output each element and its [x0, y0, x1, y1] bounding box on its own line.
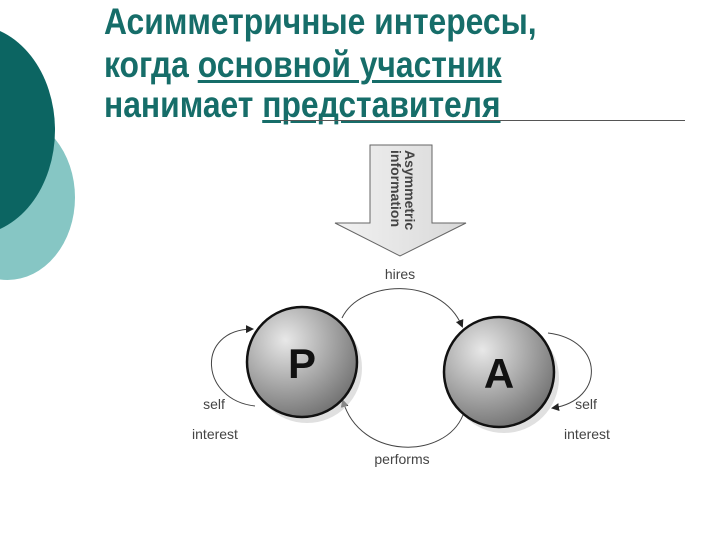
arrow-label-line2: information	[388, 150, 404, 227]
right-self-label: self	[575, 396, 597, 412]
left-self-label: self	[203, 396, 225, 412]
title-link-principal[interactable]: основной участник	[197, 44, 502, 85]
left-interest-label: interest	[192, 426, 238, 442]
title-line-2: когда основной участник	[104, 45, 502, 85]
performs-label: performs	[374, 451, 429, 467]
title-text: когда	[104, 44, 198, 85]
asymmetric-information-arrow	[334, 144, 467, 257]
right-interest-label: interest	[564, 426, 610, 442]
title-line-1: Асимметричные интересы,	[104, 1, 537, 42]
title-rule	[280, 120, 685, 121]
agent-node	[442, 315, 556, 429]
principal-node	[245, 305, 359, 419]
hires-label: hires	[385, 266, 415, 282]
title-link-agent[interactable]: представителя	[262, 84, 501, 125]
title-text: нанимает	[104, 84, 263, 125]
principal-label: P	[288, 340, 316, 387]
left-self-interest-arrow	[211, 325, 256, 407]
performs-arrow	[340, 399, 464, 448]
agent-label: A	[484, 350, 514, 397]
hires-arrow	[341, 288, 464, 328]
right-self-interest-arrow	[547, 332, 592, 412]
arrow-label-line1: Asymmetric	[402, 150, 418, 230]
title-line-3: нанимает представителя	[104, 85, 501, 125]
